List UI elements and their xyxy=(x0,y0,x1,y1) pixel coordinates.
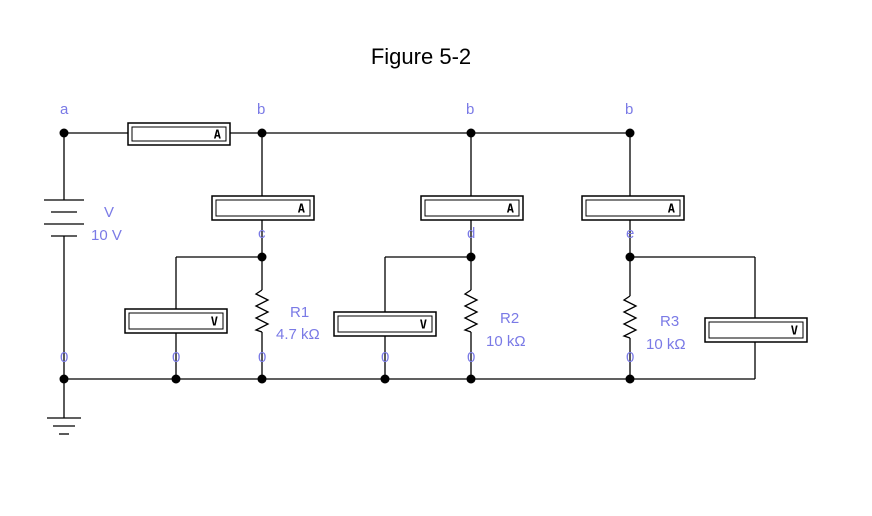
voltmeter-r3: V xyxy=(704,317,808,343)
voltmeter-r2: V xyxy=(333,311,437,337)
svg-text:A: A xyxy=(214,128,222,142)
resistor-r3-value: 10 kΩ xyxy=(646,336,686,353)
resistor-r1-symbol xyxy=(254,289,270,333)
ammeter-branch-3: A xyxy=(581,195,685,221)
branch-1-wires xyxy=(175,133,263,379)
node-label-ground-2: 0 xyxy=(172,349,180,366)
voltmeter-r1: V xyxy=(124,308,228,334)
figure-title: Figure 5-2 xyxy=(370,44,472,69)
branch-2-wires xyxy=(384,133,472,379)
resistor-r2-name: R2 xyxy=(500,310,519,327)
source-name: V xyxy=(104,204,114,221)
resistor-r3-symbol xyxy=(622,295,638,339)
resistor-r2-symbol xyxy=(463,289,479,333)
svg-text:A: A xyxy=(668,202,676,216)
resistor-r3-name: R3 xyxy=(660,313,679,330)
node-label-b1: b xyxy=(257,101,265,118)
svg-text:V: V xyxy=(791,324,798,338)
ammeter-main: A xyxy=(127,122,231,146)
resistor-r1-value: 4.7 kΩ xyxy=(276,326,320,343)
ground-symbol xyxy=(47,379,81,435)
svg-text:V: V xyxy=(211,315,218,329)
node-label-a: a xyxy=(60,101,69,118)
junction-nodes xyxy=(59,128,635,384)
node-label-c: c xyxy=(258,225,266,242)
node-label-ground-6: 0 xyxy=(626,349,634,366)
svg-text:V: V xyxy=(420,318,427,332)
node-label-d: d xyxy=(467,225,475,242)
node-label-b2: b xyxy=(466,101,474,118)
node-label-ground-5: 0 xyxy=(467,349,475,366)
ammeter-branch-1: A xyxy=(211,195,315,221)
node-label-ground-3: 0 xyxy=(258,349,266,366)
node-label-ground-1: 0 xyxy=(60,349,68,366)
node-label-e: e xyxy=(626,225,634,242)
resistor-r1-name: R1 xyxy=(290,304,309,321)
source-value: 10 V xyxy=(91,227,122,244)
node-label-ground-4: 0 xyxy=(381,349,389,366)
ammeter-branch-2: A xyxy=(420,195,524,221)
svg-text:A: A xyxy=(507,202,515,216)
resistor-r2-value: 10 kΩ xyxy=(486,333,526,350)
node-label-b3: b xyxy=(625,101,633,118)
svg-text:A: A xyxy=(298,202,306,216)
battery-symbol xyxy=(44,133,84,379)
